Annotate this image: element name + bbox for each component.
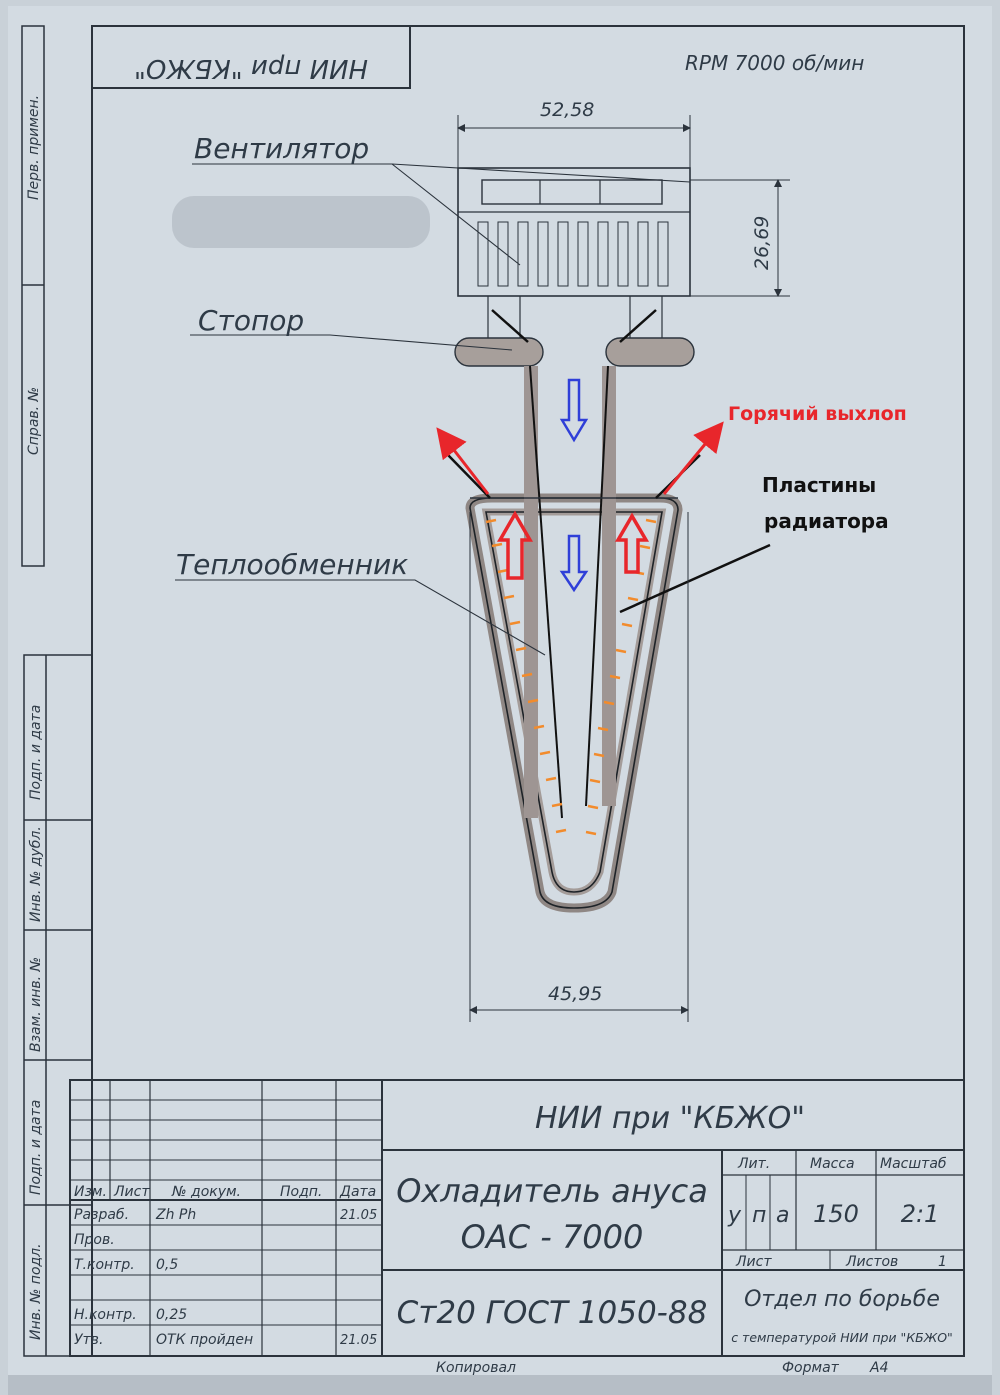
heat-exchanger — [447, 365, 701, 913]
tb-material: Ст20 ГОСТ 1050-88 — [397, 1295, 708, 1331]
tb-col-date: Дата — [339, 1184, 376, 1200]
tb-col-sign: Подп. — [280, 1184, 322, 1200]
tb-department-line1: Отдел по борьбе — [744, 1287, 940, 1312]
tb-sheets-value: 1 — [938, 1254, 947, 1270]
tb-product-line2: ОАС - 7000 — [461, 1218, 644, 1256]
tb-scale-value: 2:1 — [901, 1200, 940, 1228]
tb-row-5: Утв. ОТК пройден 21.05 — [74, 1332, 377, 1348]
hot-exhaust-arrow-left — [436, 427, 490, 495]
tb-row-doc: 0,25 — [156, 1307, 187, 1323]
margin-label-4: Инв. № дубл. — [28, 826, 44, 922]
red-arrow-right — [614, 512, 650, 574]
paper-shadow — [8, 1375, 992, 1395]
tb-lit-p: п — [752, 1203, 766, 1228]
margin-label-6: Подп. и дата — [28, 1100, 44, 1195]
tb-row-date: 21.05 — [340, 1333, 377, 1348]
central-tube-left — [524, 366, 538, 818]
margin-label-3: Подп. и дата — [28, 705, 44, 800]
mirrored-stamp: НИИ при "КБЖО" — [91, 25, 411, 89]
tb-row-1: Пров. — [74, 1232, 115, 1248]
tb-row-doc: Zh Ph — [155, 1207, 196, 1223]
label-fan: Вентилятор — [194, 132, 369, 165]
tb-row-role: Т.контр. — [74, 1257, 135, 1273]
tb-row-2: Т.контр. 0,5 — [74, 1257, 178, 1273]
dimension-top-width: 52,58 — [457, 99, 691, 180]
tb-row-role: Пров. — [74, 1232, 115, 1248]
dim-45-95: 45,95 — [548, 983, 602, 1005]
tb-row-role: Утв. — [74, 1332, 103, 1348]
title-block — [69, 1079, 965, 1357]
tb-col-list: Лист — [113, 1184, 150, 1200]
tb-scale-label: Масштаб — [880, 1156, 947, 1172]
cold-airflow-arrows — [559, 378, 589, 593]
red-arrow-left — [496, 510, 534, 580]
margin-label-7: Инв. № подл. — [28, 1243, 44, 1340]
dim-26-69: 26,69 — [751, 216, 773, 270]
tb-lit-label: Лит. — [737, 1156, 770, 1172]
leader-radiator — [619, 543, 771, 614]
leader-heat-exchanger — [175, 579, 546, 656]
tb-lit-a: а — [776, 1203, 789, 1228]
tb-lit-u: у — [727, 1203, 742, 1228]
tb-sheet-label: Лист — [735, 1254, 772, 1270]
margin-label-2: Справ. № — [26, 387, 42, 455]
dim-52-58: 52,58 — [540, 99, 594, 121]
dimension-fan-height: 26,69 — [690, 179, 790, 297]
hot-airflow-arrows — [496, 510, 650, 580]
rpm-label: RPM 7000 об/мин — [685, 51, 864, 75]
tb-mass-value: 150 — [813, 1200, 859, 1228]
radiator-fins — [485, 518, 657, 836]
label-radiator-plates-2: радиатора — [764, 509, 889, 533]
dimension-bottom-width: 45,95 — [469, 512, 689, 1022]
leader-fan-2 — [391, 163, 691, 183]
tb-row-4: Н.контр. 0,25 — [74, 1307, 187, 1323]
label-heat-exchanger: Теплообменник — [176, 548, 408, 581]
tb-row-date: 21.05 — [340, 1208, 377, 1223]
format-value: А4 — [869, 1360, 888, 1376]
tb-col-izm: Изм. — [74, 1184, 107, 1200]
fan-assembly — [457, 167, 691, 338]
tb-organization: НИИ при "КБЖО" — [535, 1101, 805, 1136]
label-radiator-plates-1: Пластины — [762, 473, 876, 497]
stopper — [454, 309, 695, 367]
tb-mass-label: Масса — [810, 1156, 855, 1172]
tb-row-role: Разраб. — [74, 1207, 129, 1223]
tb-sheets-label: Листов — [845, 1254, 898, 1270]
tb-product-line1: Охладитель ануса — [396, 1172, 708, 1210]
blurred-smudge — [172, 196, 430, 248]
margin-label-1: Перв. примен. — [26, 95, 42, 200]
label-hot-exhaust: Горячий выхлоп — [728, 403, 907, 425]
margin-label-5: Взам. инв. № — [28, 957, 44, 1052]
tb-row-0: Разраб. Zh Ph 21.05 — [74, 1207, 377, 1223]
hot-exhaust-arrow-right — [662, 421, 724, 495]
blue-arrow-top — [559, 378, 589, 443]
tb-row-role: Н.контр. — [74, 1307, 137, 1323]
fan-fins — [477, 221, 669, 287]
mirrored-stamp-text: НИИ при "КБЖО" — [134, 53, 368, 83]
copied-label: Копировал — [436, 1360, 516, 1376]
leader-stopper — [190, 334, 513, 351]
tb-department-line2: с температурой НИИ при "КБЖО" — [731, 1330, 953, 1345]
tb-row-doc: ОТК пройден — [156, 1332, 253, 1348]
format-label: Формат — [782, 1360, 840, 1376]
left-margin: Перв. примен. Справ. № Подп. и дата Инв.… — [21, 25, 93, 1357]
tb-col-doc: № докум. — [171, 1184, 241, 1200]
blue-arrow-mid — [559, 534, 589, 593]
label-stopper: Стопор — [198, 304, 304, 337]
tb-row-doc: 0,5 — [156, 1257, 178, 1273]
central-tube-right — [602, 366, 616, 806]
